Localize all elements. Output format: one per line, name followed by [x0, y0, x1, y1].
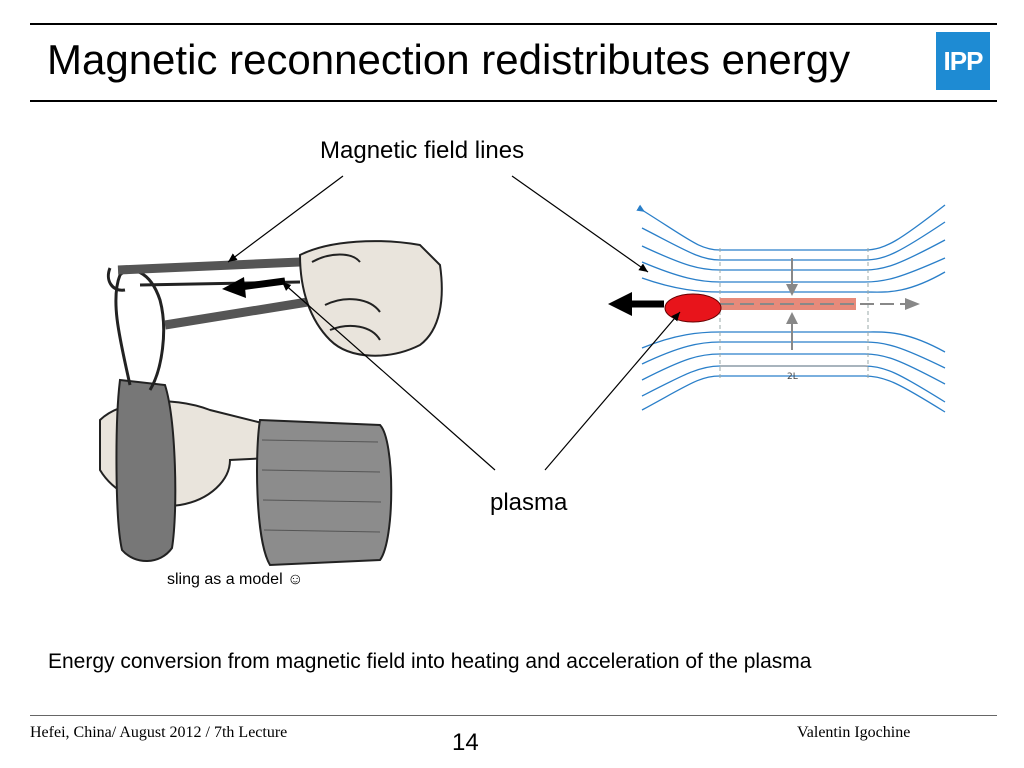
plasma-ejection-arrow: [608, 292, 664, 316]
sling-caption: sling as a model ☺: [167, 571, 304, 588]
title-rule: [30, 100, 997, 102]
current-sheet: [720, 258, 920, 367]
footer-author: Valentin Igochine: [797, 724, 911, 741]
top-rule: [30, 23, 997, 25]
field-lines-label: Magnetic field lines: [320, 137, 525, 164]
footer-event: Hefei, China/ August 2012 / 7th Lecture: [30, 724, 288, 741]
plasma-label: plasma: [490, 489, 568, 516]
sling-force-arrow: [222, 277, 286, 298]
slide-title: Magnetic reconnection redistributes ener…: [47, 36, 851, 83]
page-number: 14: [452, 729, 479, 756]
footer-rule: [30, 715, 997, 716]
plasma-blob: [664, 293, 722, 323]
ipp-logo: IPP: [936, 32, 990, 90]
diagram-length-label: 2L: [787, 372, 798, 382]
sling-illustration: [99, 240, 443, 567]
pointer-lines: [227, 175, 681, 471]
conclusion-text: Energy conversion from magnetic field in…: [48, 650, 812, 673]
